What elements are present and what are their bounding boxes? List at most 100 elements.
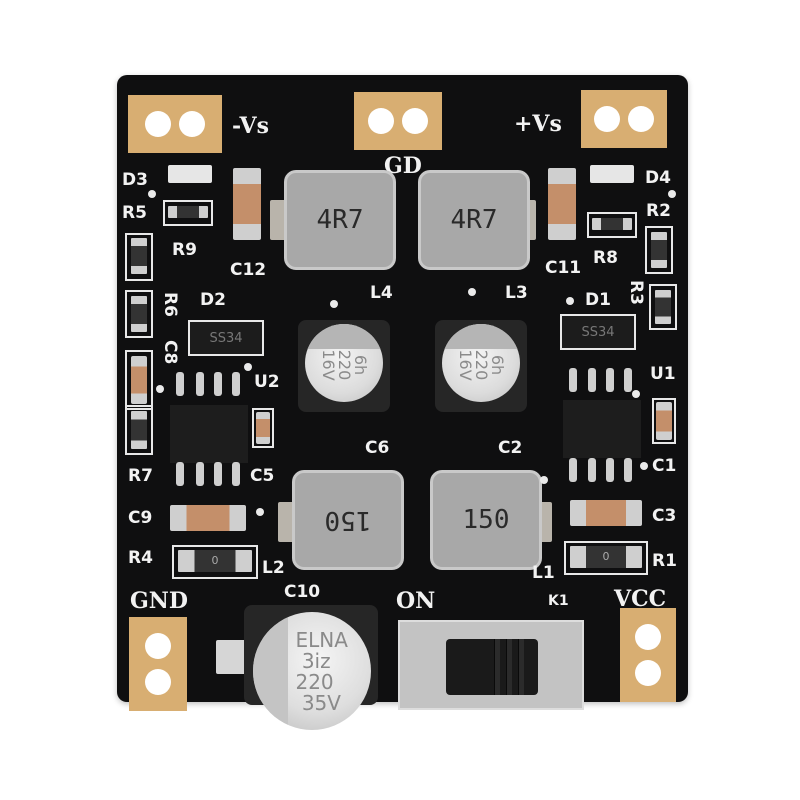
label-r3: R3 (626, 280, 646, 305)
via (540, 476, 548, 484)
resistor-r3-outline (649, 284, 677, 330)
label-l3: L3 (505, 283, 528, 303)
switch-knob[interactable] (446, 639, 538, 695)
label-l4: L4 (370, 283, 393, 303)
ic-u2-pin (232, 462, 240, 486)
via (566, 297, 574, 305)
resistor-r6-top-outline (125, 233, 153, 281)
solder-hole (594, 106, 620, 132)
ic-u1-pin (588, 368, 596, 392)
ic-u2-pin (196, 372, 204, 396)
ic-u2-pin (232, 372, 240, 396)
capacitor-c9 (170, 505, 246, 531)
terminal-pad-gd (354, 92, 442, 150)
label-c1: C1 (652, 456, 677, 476)
label-c5: C5 (250, 466, 275, 486)
solder-hole (145, 111, 171, 137)
ic-u1-pin (606, 368, 614, 392)
label-gnd: GND (130, 588, 188, 614)
label-l2: L2 (262, 558, 285, 578)
ic-u2-pin (214, 372, 222, 396)
led-d4 (590, 165, 634, 183)
ic-u2-pin (176, 462, 184, 486)
terminal-pad-vcc (620, 608, 676, 702)
resistor-r3 (655, 290, 671, 324)
solder-hole (402, 108, 428, 134)
capacitor-c1 (656, 402, 672, 440)
solder-hole (635, 660, 661, 686)
label-c10: C10 (284, 582, 321, 602)
label-r2: R2 (646, 201, 671, 221)
label-l1: L1 (532, 563, 555, 583)
solder-hole (145, 669, 171, 695)
resistor-r4: 0 (178, 550, 252, 572)
ic-u2-pin (196, 462, 204, 486)
led-d3 (168, 165, 212, 183)
inductor-l4-tab (270, 200, 286, 240)
solder-hole (368, 108, 394, 134)
resistor-r6-outline (125, 290, 153, 338)
resistor-r1: 0 (570, 546, 642, 568)
label-on: ON (396, 588, 436, 614)
capacitor-c5-outline (252, 408, 274, 448)
via (148, 190, 156, 198)
label-c2: C2 (498, 438, 523, 458)
label-c12: C12 (230, 260, 267, 280)
ic-u2 (170, 405, 248, 463)
capacitor-c8-outline (125, 350, 153, 410)
terminal-pad-neg-vs (128, 95, 222, 153)
capacitor-c2: 6h 220 16V (442, 324, 520, 402)
resistor-r8-outline (587, 212, 637, 238)
inductor-l1: 150 (430, 470, 542, 570)
solder-hole (145, 633, 171, 659)
solder-hole (179, 111, 205, 137)
label-k1: K1 (548, 593, 569, 609)
ic-u1-pin (569, 368, 577, 392)
resistor-r4-outline (172, 545, 258, 579)
resistor-r5 (168, 206, 208, 218)
label-d4: D4 (645, 168, 671, 188)
via (256, 508, 264, 516)
via (156, 385, 164, 393)
ic-u1-pin (624, 368, 632, 392)
label-pos-vs: +Vs (514, 111, 562, 137)
label-gd: GD (384, 153, 422, 179)
capacitor-c5 (256, 412, 270, 444)
power-switch-k1[interactable] (398, 620, 584, 710)
capacitor-c10-pad (216, 640, 246, 674)
label-r4: R4 (128, 548, 153, 568)
label-r8: R8 (593, 248, 618, 268)
diode-d2: SS34 (188, 320, 264, 356)
via (244, 363, 252, 371)
via (640, 462, 648, 470)
resistor-r9 (131, 238, 147, 274)
ic-u1-pin (569, 458, 577, 482)
ic-u1-pin (588, 458, 596, 482)
label-r6: R6 (160, 292, 180, 317)
label-u2: U2 (254, 372, 280, 392)
capacitor-c11 (548, 168, 576, 240)
label-vcc: VCC (614, 586, 667, 612)
label-d3: D3 (122, 170, 148, 190)
capacitor-c3 (570, 500, 642, 526)
capacitor-c12 (233, 168, 261, 240)
label-c9: C9 (128, 508, 153, 528)
resistor-r7-outline (125, 405, 153, 455)
capacitor-c8 (131, 356, 147, 404)
ic-u1 (563, 400, 641, 458)
via (632, 390, 640, 398)
resistor-r2-outline (645, 226, 673, 274)
label-r7: R7 (128, 466, 153, 486)
terminal-pad-gnd (129, 617, 187, 711)
inductor-l3: 4R7 (418, 170, 530, 270)
label-r1: R1 (652, 551, 677, 571)
ic-u2-pin (214, 462, 222, 486)
label-u1: U1 (650, 364, 676, 384)
label-neg-vs: -Vs (232, 113, 269, 139)
label-d1: D1 (585, 290, 611, 310)
label-c8: C8 (160, 340, 180, 365)
solder-hole (635, 624, 661, 650)
resistor-r6 (131, 296, 147, 332)
via (668, 190, 676, 198)
resistor-r8 (592, 218, 632, 230)
